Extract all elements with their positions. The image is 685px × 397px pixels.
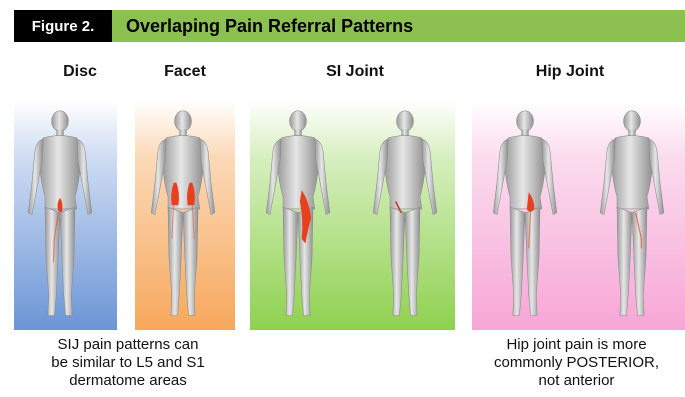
si-joint-front-figure: [365, 108, 445, 323]
right-caption-line: commonly POSTERIOR,: [468, 354, 685, 372]
hip-joint-back-figure: [485, 108, 565, 323]
column-title-si-joint: SI Joint: [290, 63, 420, 81]
disc-body-figure: [20, 108, 100, 323]
facet-body-figure: [143, 108, 223, 323]
left-caption: SIJ pain patterns can be similar to L5 a…: [18, 336, 238, 390]
si-joint-back-figure: [258, 108, 338, 323]
right-caption-line: Hip joint pain is more: [468, 336, 685, 354]
column-title-facet: Facet: [135, 63, 235, 81]
right-caption: Hip joint pain is more commonly POSTERIO…: [468, 336, 685, 390]
left-caption-line: SIJ pain patterns can: [18, 336, 238, 354]
figure-header: Figure 2. Overlaping Pain Referral Patte…: [14, 10, 685, 42]
left-caption-line: dermatome areas: [18, 372, 238, 390]
column-title-disc: Disc: [30, 63, 130, 81]
hip-joint-front-figure: [592, 108, 672, 323]
column-title-hip-joint: Hip Joint: [500, 63, 640, 81]
figure-title: Overlaping Pain Referral Patterns: [126, 16, 413, 37]
figure-label: Figure 2.: [14, 10, 112, 42]
left-caption-line: be similar to L5 and S1: [18, 354, 238, 372]
right-caption-line: not anterior: [468, 372, 685, 390]
